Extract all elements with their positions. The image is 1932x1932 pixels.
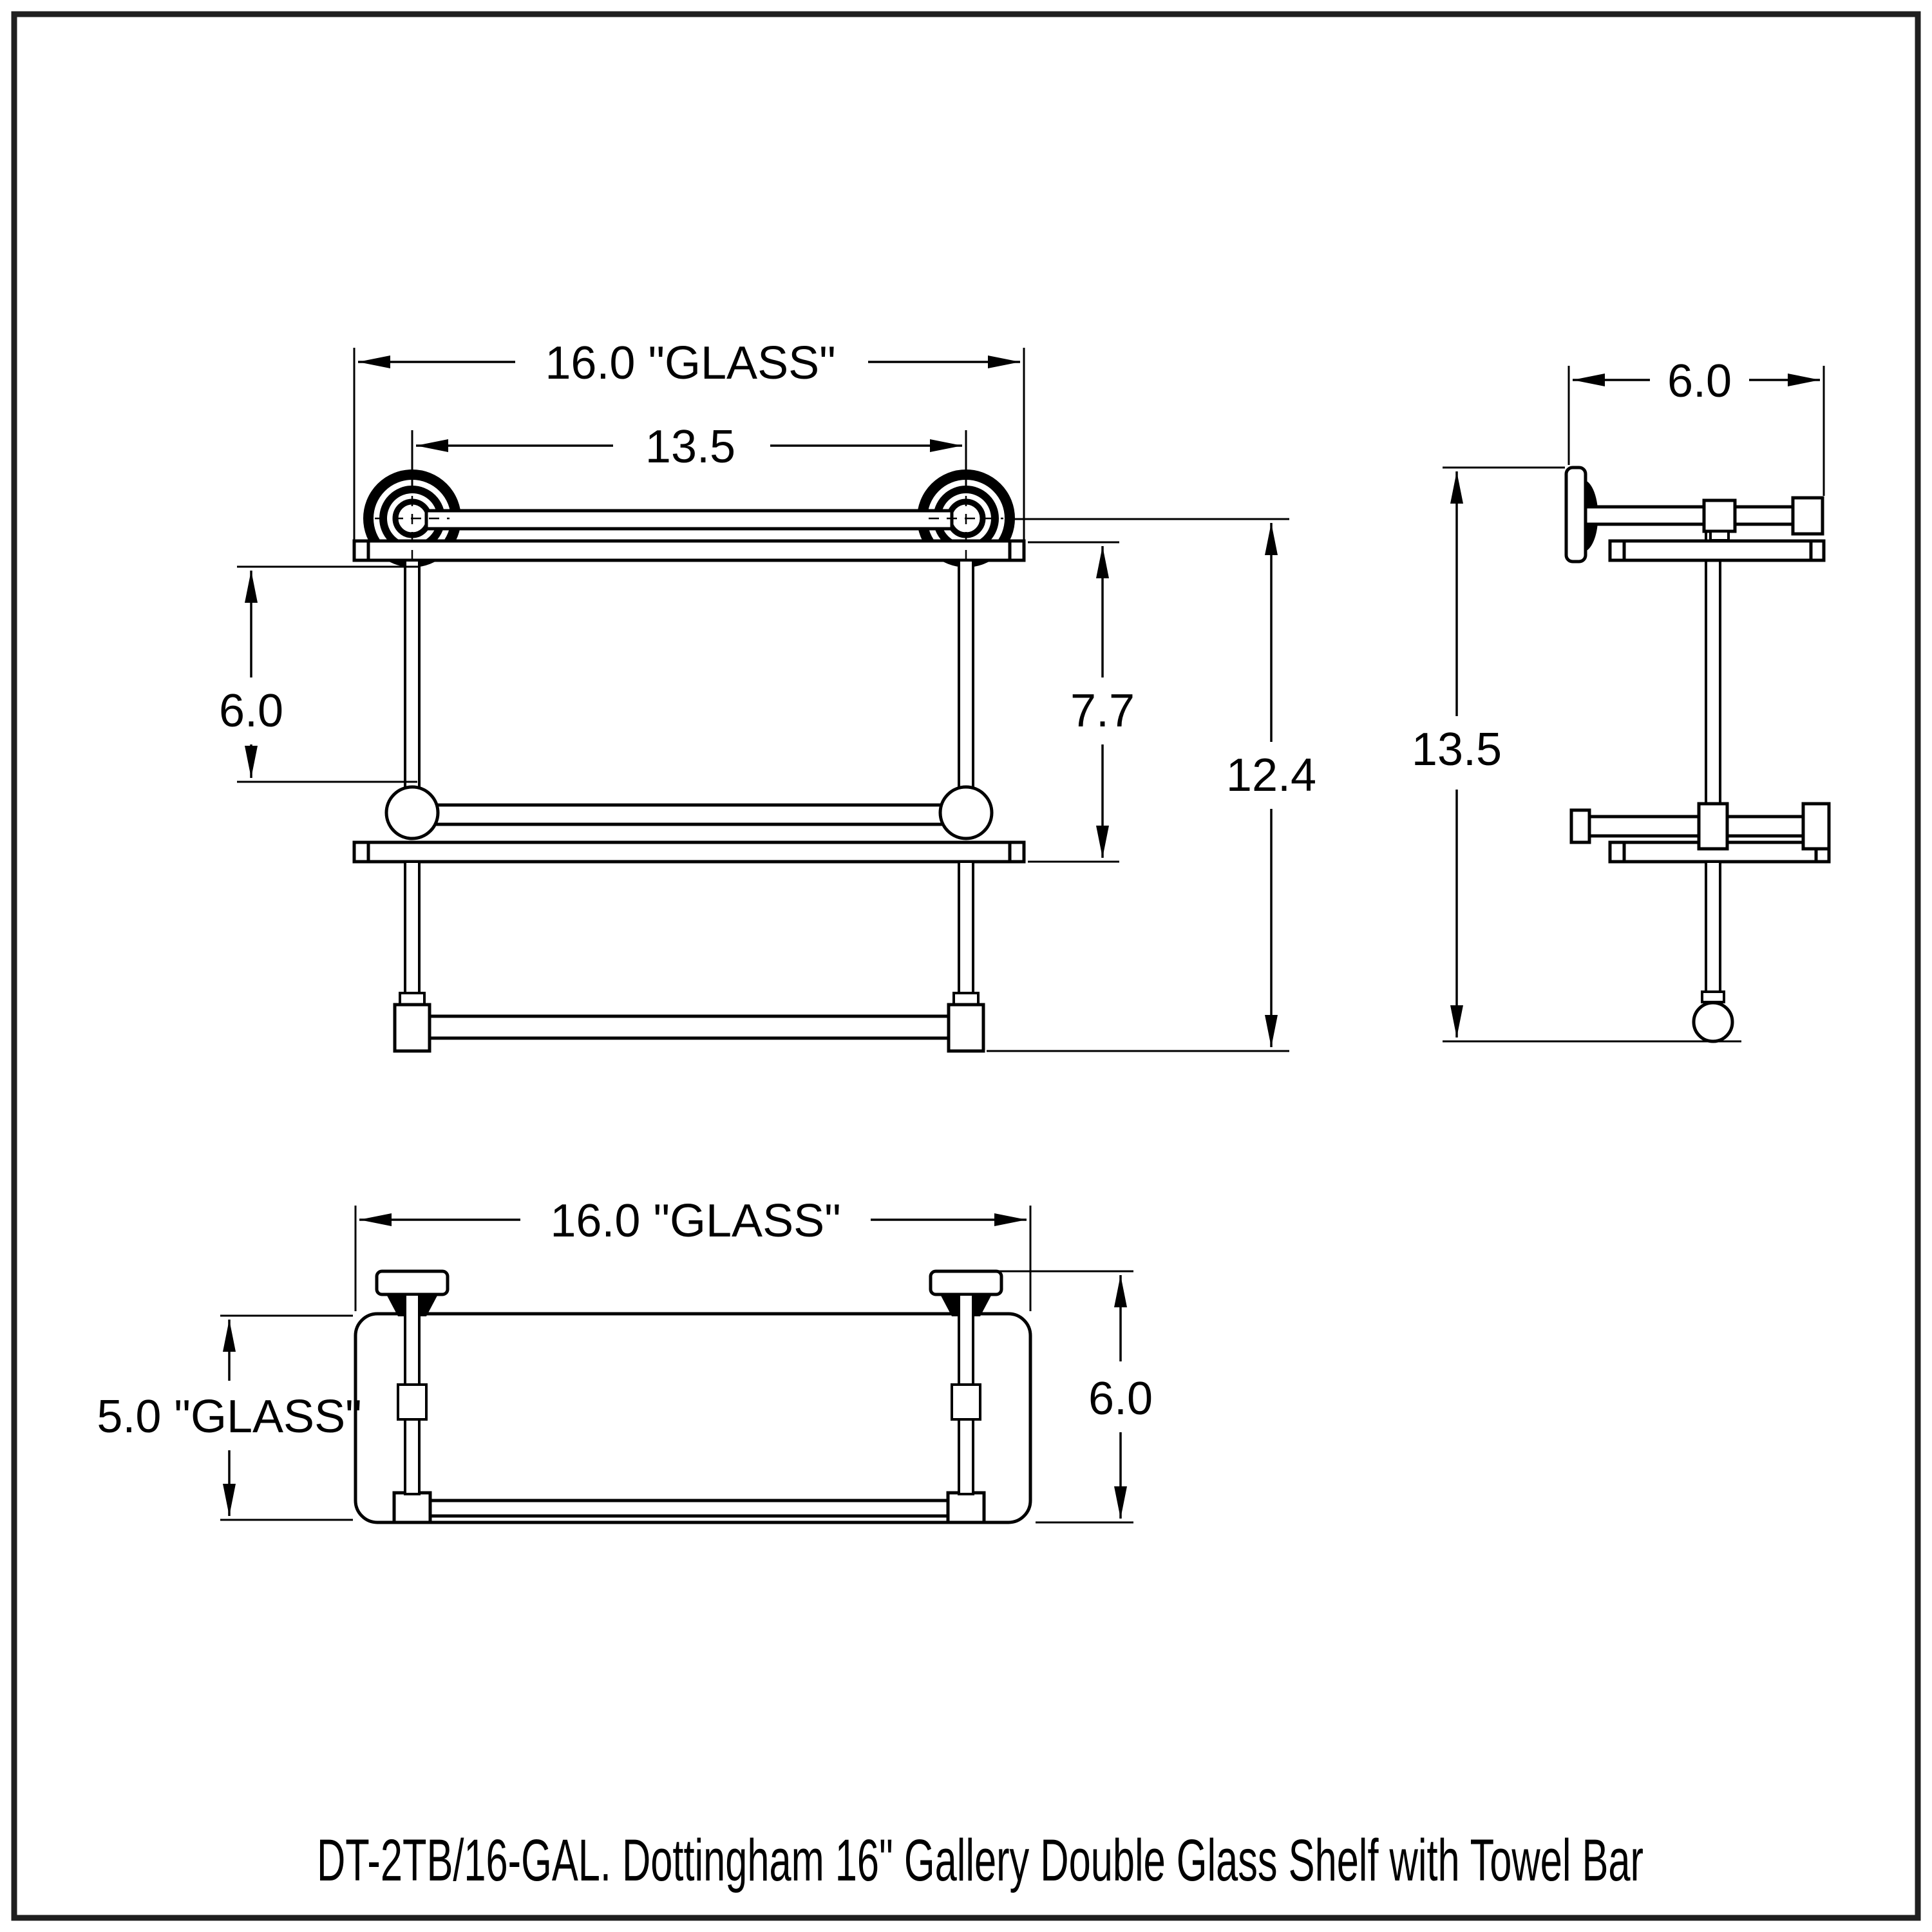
lower-glass-shelf <box>352 840 1026 864</box>
dim-front-glass-width: 16.0 "GLASS" <box>353 337 1025 540</box>
top-glass-shelf <box>352 539 1026 562</box>
side-upper-post <box>1705 528 1721 806</box>
side-view: 6.0 13.5 <box>1412 355 1831 1043</box>
side-lower-post <box>1692 860 1734 1043</box>
dim-front-shelf-to-shelf: 7.7 <box>1028 541 1135 863</box>
front-shelf-to-joint-label: 6.0 <box>219 685 283 737</box>
dim-plan-glass-depth: 5.0 "GLASS" <box>97 1314 362 1521</box>
side-projection-label: 6.0 <box>1667 355 1732 407</box>
dim-plan-glass-width: 16.0 "GLASS" <box>354 1195 1032 1311</box>
top-gallery-rail <box>424 509 954 531</box>
front-overall-height-label: 12.4 <box>1226 750 1316 801</box>
dim-front-overall-height: 12.4 <box>987 518 1316 1052</box>
plan-mount-left <box>375 1269 450 1495</box>
side-top-shelf <box>1608 539 1826 562</box>
top-view: 16.0 "GLASS" 5.0 "GLASS" 6.0 <box>97 1195 1153 1524</box>
plan-glass-depth-label: 5.0 "GLASS" <box>97 1391 361 1443</box>
ball-joints <box>384 785 994 840</box>
dim-plan-overall-depth: 6.0 <box>998 1270 1153 1524</box>
side-overall-height-label: 13.5 <box>1412 724 1502 775</box>
upper-posts <box>404 559 974 790</box>
mid-gallery-rail <box>433 803 945 826</box>
lower-posts <box>399 860 980 1006</box>
rosette-centerlines <box>375 478 1003 569</box>
towel-bar <box>393 1003 985 1053</box>
side-lower-arm <box>1569 802 1831 851</box>
dim-side-projection: 6.0 <box>1567 355 1825 496</box>
front-view: 16.0 "GLASS" 13.5 6.0 7.7 <box>219 337 1316 1053</box>
plan-glass-width-label: 16.0 "GLASS" <box>550 1195 840 1247</box>
plan-glass-shelf <box>354 1312 1032 1524</box>
dim-front-shelf-to-joint: 6.0 <box>219 565 420 783</box>
page-border <box>11 11 1921 1921</box>
front-glass-width-label: 16.0 "GLASS" <box>545 337 835 389</box>
plan-overall-depth-label: 6.0 <box>1088 1373 1153 1425</box>
dim-side-overall-height: 13.5 <box>1412 466 1741 1043</box>
front-post-spacing-label: 13.5 <box>645 421 735 473</box>
plan-mount-right <box>929 1269 1003 1495</box>
dim-front-post-spacing: 13.5 <box>411 421 967 489</box>
side-upper-arm <box>1584 496 1824 542</box>
plan-towel-bar <box>392 1491 986 1524</box>
drawing-caption: DT-2TB/16-GAL. Dottingham 16" Gallery Do… <box>317 1828 1643 1893</box>
front-shelf-to-shelf-label: 7.7 <box>1070 685 1135 737</box>
